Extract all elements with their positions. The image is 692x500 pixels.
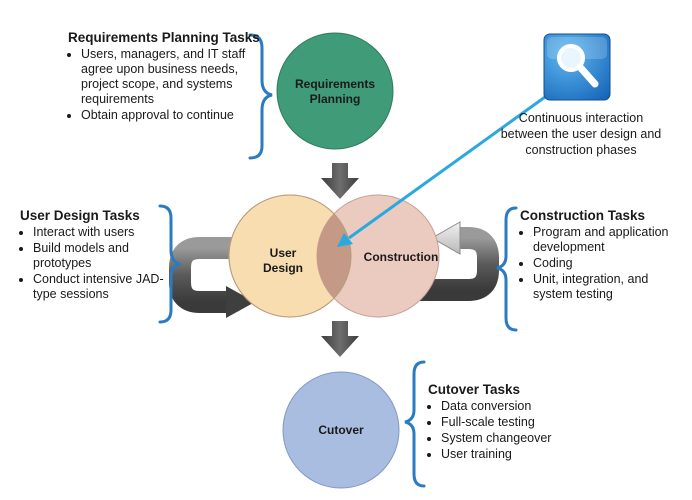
- construction-label: Construction: [364, 250, 439, 264]
- construction-tasks-bracket: [496, 206, 518, 332]
- cutover-tasks: Cutover Tasks Data conversion Full-scale…: [428, 382, 598, 463]
- construction-task-item: Coding: [533, 256, 680, 271]
- construction-tasks-title: Construction Tasks: [520, 208, 646, 223]
- requirements-planning-label-2: Planning: [310, 92, 361, 106]
- user-design-label-1: User: [270, 246, 297, 260]
- construction-task-item: Program and application development: [533, 225, 680, 255]
- requirements-task-item: Users, managers, and IT staff agree upon…: [81, 47, 260, 107]
- interaction-note: Continuous interaction between the user …: [500, 111, 662, 157]
- requirements-planning-label-1: Requirements: [295, 77, 375, 91]
- cutover-task-item: User training: [441, 447, 598, 462]
- requirements-planning-circle: [276, 32, 394, 150]
- cutover-task-item: Full-scale testing: [441, 415, 598, 430]
- user-design-task-item: Conduct intensive JAD-type sessions: [33, 272, 168, 302]
- user-design-tasks: User Design Tasks Interact with users Bu…: [20, 208, 168, 303]
- construction-task-item: Unit, integration, and system testing: [533, 272, 680, 302]
- user-design-loop-arrow: [169, 237, 255, 318]
- interaction-pointer-arrow: [337, 90, 553, 247]
- flow-arrow-to-cutover: [321, 321, 359, 357]
- flow-arrow-to-design: [321, 163, 359, 199]
- user-design-task-item: Build models and prototypes: [33, 241, 168, 271]
- construction-tasks: Construction Tasks Program and applicati…: [520, 208, 680, 303]
- construction-loop-arrow: [420, 221, 499, 301]
- user-design-tasks-title: User Design Tasks: [20, 208, 140, 223]
- user-design-tasks-bracket: [158, 204, 181, 324]
- user-design-task-item: Interact with users: [33, 225, 168, 240]
- magnifying-glass-icon: [543, 33, 611, 101]
- cutover-tasks-title: Cutover Tasks: [428, 382, 521, 397]
- requirements-task-item: Obtain approval to continue: [81, 108, 260, 123]
- requirements-tasks-bracket: [248, 33, 273, 160]
- requirements-planning-tasks-title: Requirements Planning Tasks: [68, 30, 260, 45]
- cutover-label: Cutover: [318, 423, 364, 437]
- requirements-planning-tasks: Requirements Planning Tasks Users, manag…: [68, 30, 260, 124]
- cutover-tasks-bracket: [404, 360, 426, 488]
- user-design-label-2: Design: [263, 261, 303, 275]
- cutover-circle: [282, 371, 400, 489]
- cutover-task-item: System changeover: [441, 431, 598, 446]
- cutover-task-item: Data conversion: [441, 399, 598, 414]
